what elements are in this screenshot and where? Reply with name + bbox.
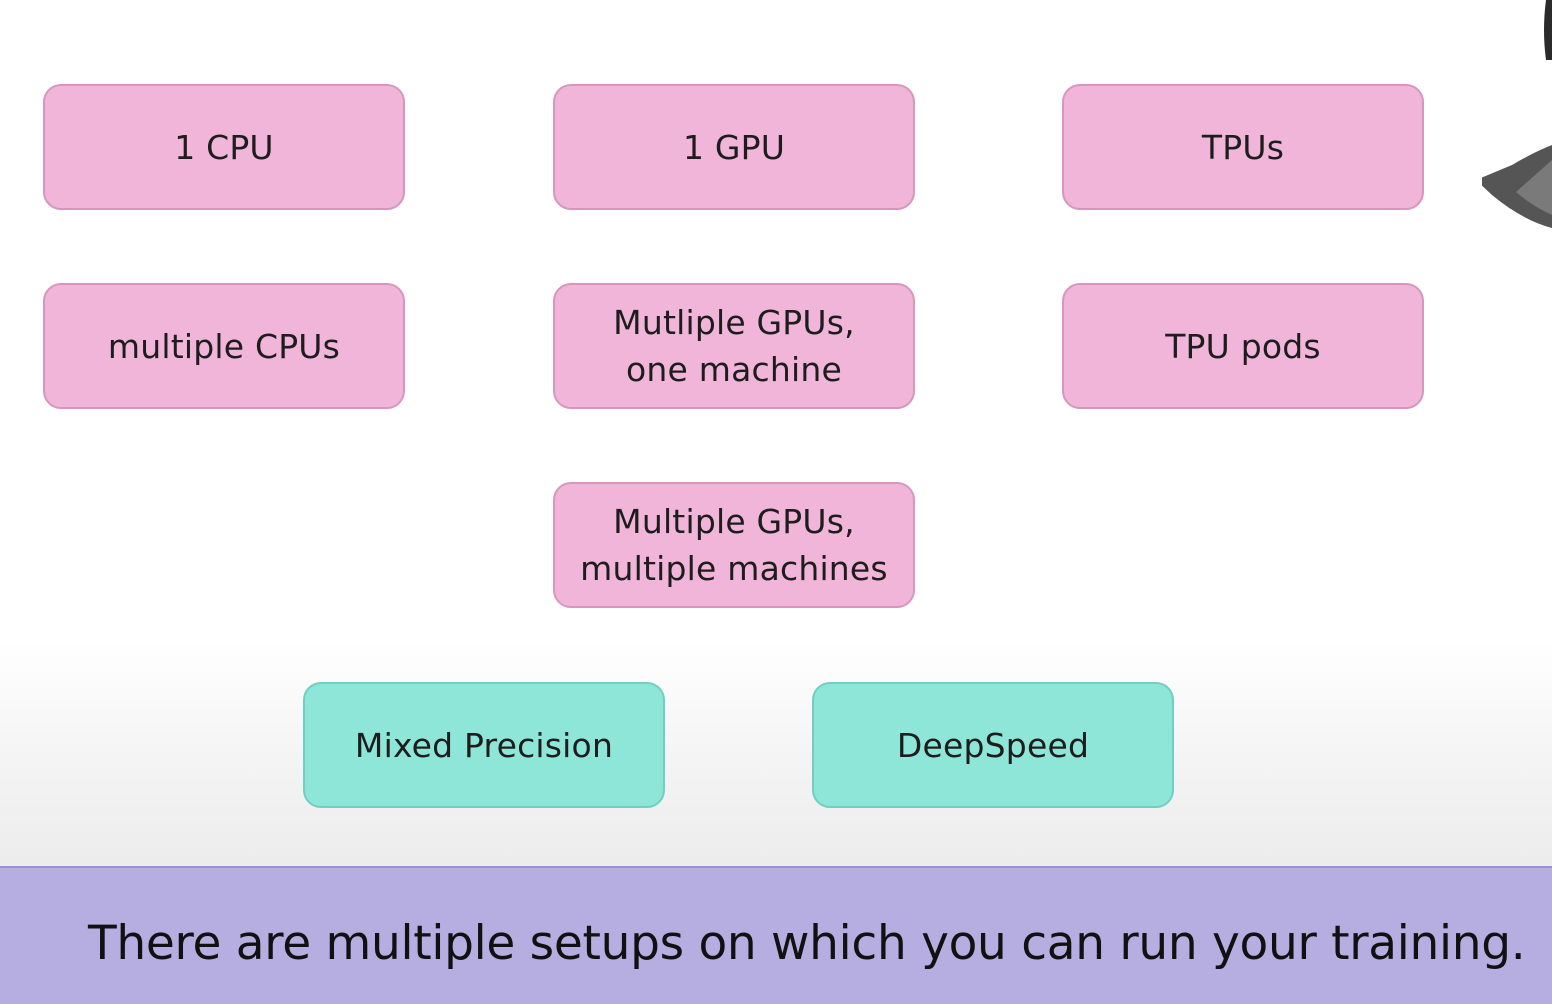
box-label: Mixed Precision	[354, 725, 614, 765]
presenter-silhouette	[1482, 0, 1552, 240]
box-label: 1 CPU	[174, 127, 274, 167]
box-label: TPU pods	[1165, 326, 1321, 366]
box-label-line-1: Mutliple GPUs,	[613, 303, 855, 342]
caption-text: There are multiple setups on which you c…	[88, 916, 1526, 971]
box-tpu-pods: TPU pods	[1062, 283, 1424, 409]
caption-bar: There are multiple setups on which you c…	[0, 866, 1552, 1004]
box-label: multiple CPUs	[107, 326, 341, 366]
box-multiple-cpus: multiple CPUs	[43, 283, 405, 409]
box-label-line-2: multiple machines	[580, 549, 888, 588]
box-deepspeed: DeepSpeed	[812, 682, 1174, 808]
box-1-cpu: 1 CPU	[43, 84, 405, 210]
box-mixed-precision: Mixed Precision	[303, 682, 665, 808]
box-label-line-2: one machine	[626, 350, 842, 389]
slide: 1 CPU 1 GPU TPUs multiple CPUs Mutliple …	[43, 0, 1552, 808]
box-label: DeepSpeed	[896, 725, 1090, 765]
box-label: TPUs	[1201, 127, 1285, 167]
box-multiple-gpus-one-machine: Mutliple GPUs, one machine	[553, 283, 915, 409]
box-1-gpu: 1 GPU	[553, 84, 915, 210]
box-tpus: TPUs	[1062, 84, 1424, 210]
box-label: 1 GPU	[682, 127, 786, 167]
box-multiple-gpus-multiple-machines: Multiple GPUs, multiple machines	[553, 482, 915, 608]
box-label-line-1: Multiple GPUs,	[613, 502, 855, 541]
